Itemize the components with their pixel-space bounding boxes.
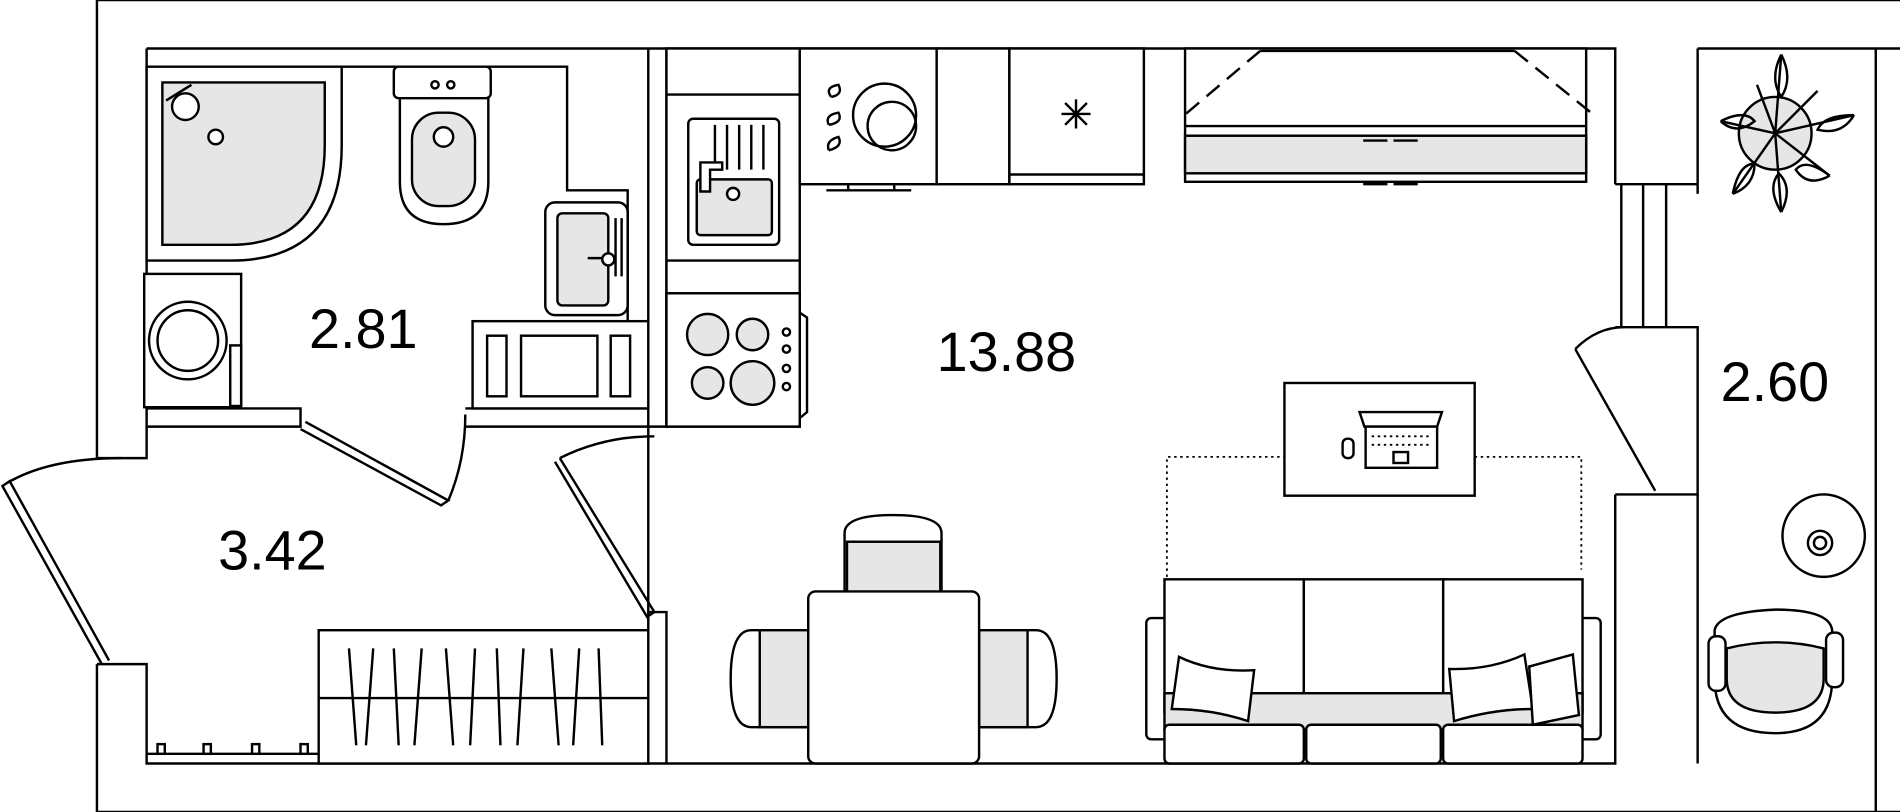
kitchen-counter	[665, 47, 1146, 428]
sink	[544, 201, 629, 317]
doors	[0, 326, 1657, 665]
room-area-living-kitchen: 13.88	[937, 321, 1076, 383]
side-table	[1781, 493, 1867, 579]
shower	[145, 65, 343, 262]
wardrobe	[317, 628, 650, 765]
toilet	[392, 65, 492, 226]
plant	[1719, 53, 1855, 213]
room-area-hallway: 3.42	[218, 520, 326, 582]
dining-set	[729, 513, 1058, 765]
armchair	[1707, 608, 1845, 735]
dishwasher	[798, 47, 938, 192]
room-area-balcony: 2.60	[1721, 351, 1829, 413]
fridge	[1008, 47, 1146, 186]
room-area-bathroom: 2.81	[309, 298, 417, 360]
radiator-hooks	[146, 742, 318, 756]
washing-machine	[142, 272, 243, 409]
window-sill	[1180, 47, 1598, 186]
sofa	[1145, 578, 1602, 765]
desk-with-laptop	[1165, 381, 1583, 590]
bath-cabinet	[471, 319, 650, 410]
stove	[665, 292, 809, 428]
